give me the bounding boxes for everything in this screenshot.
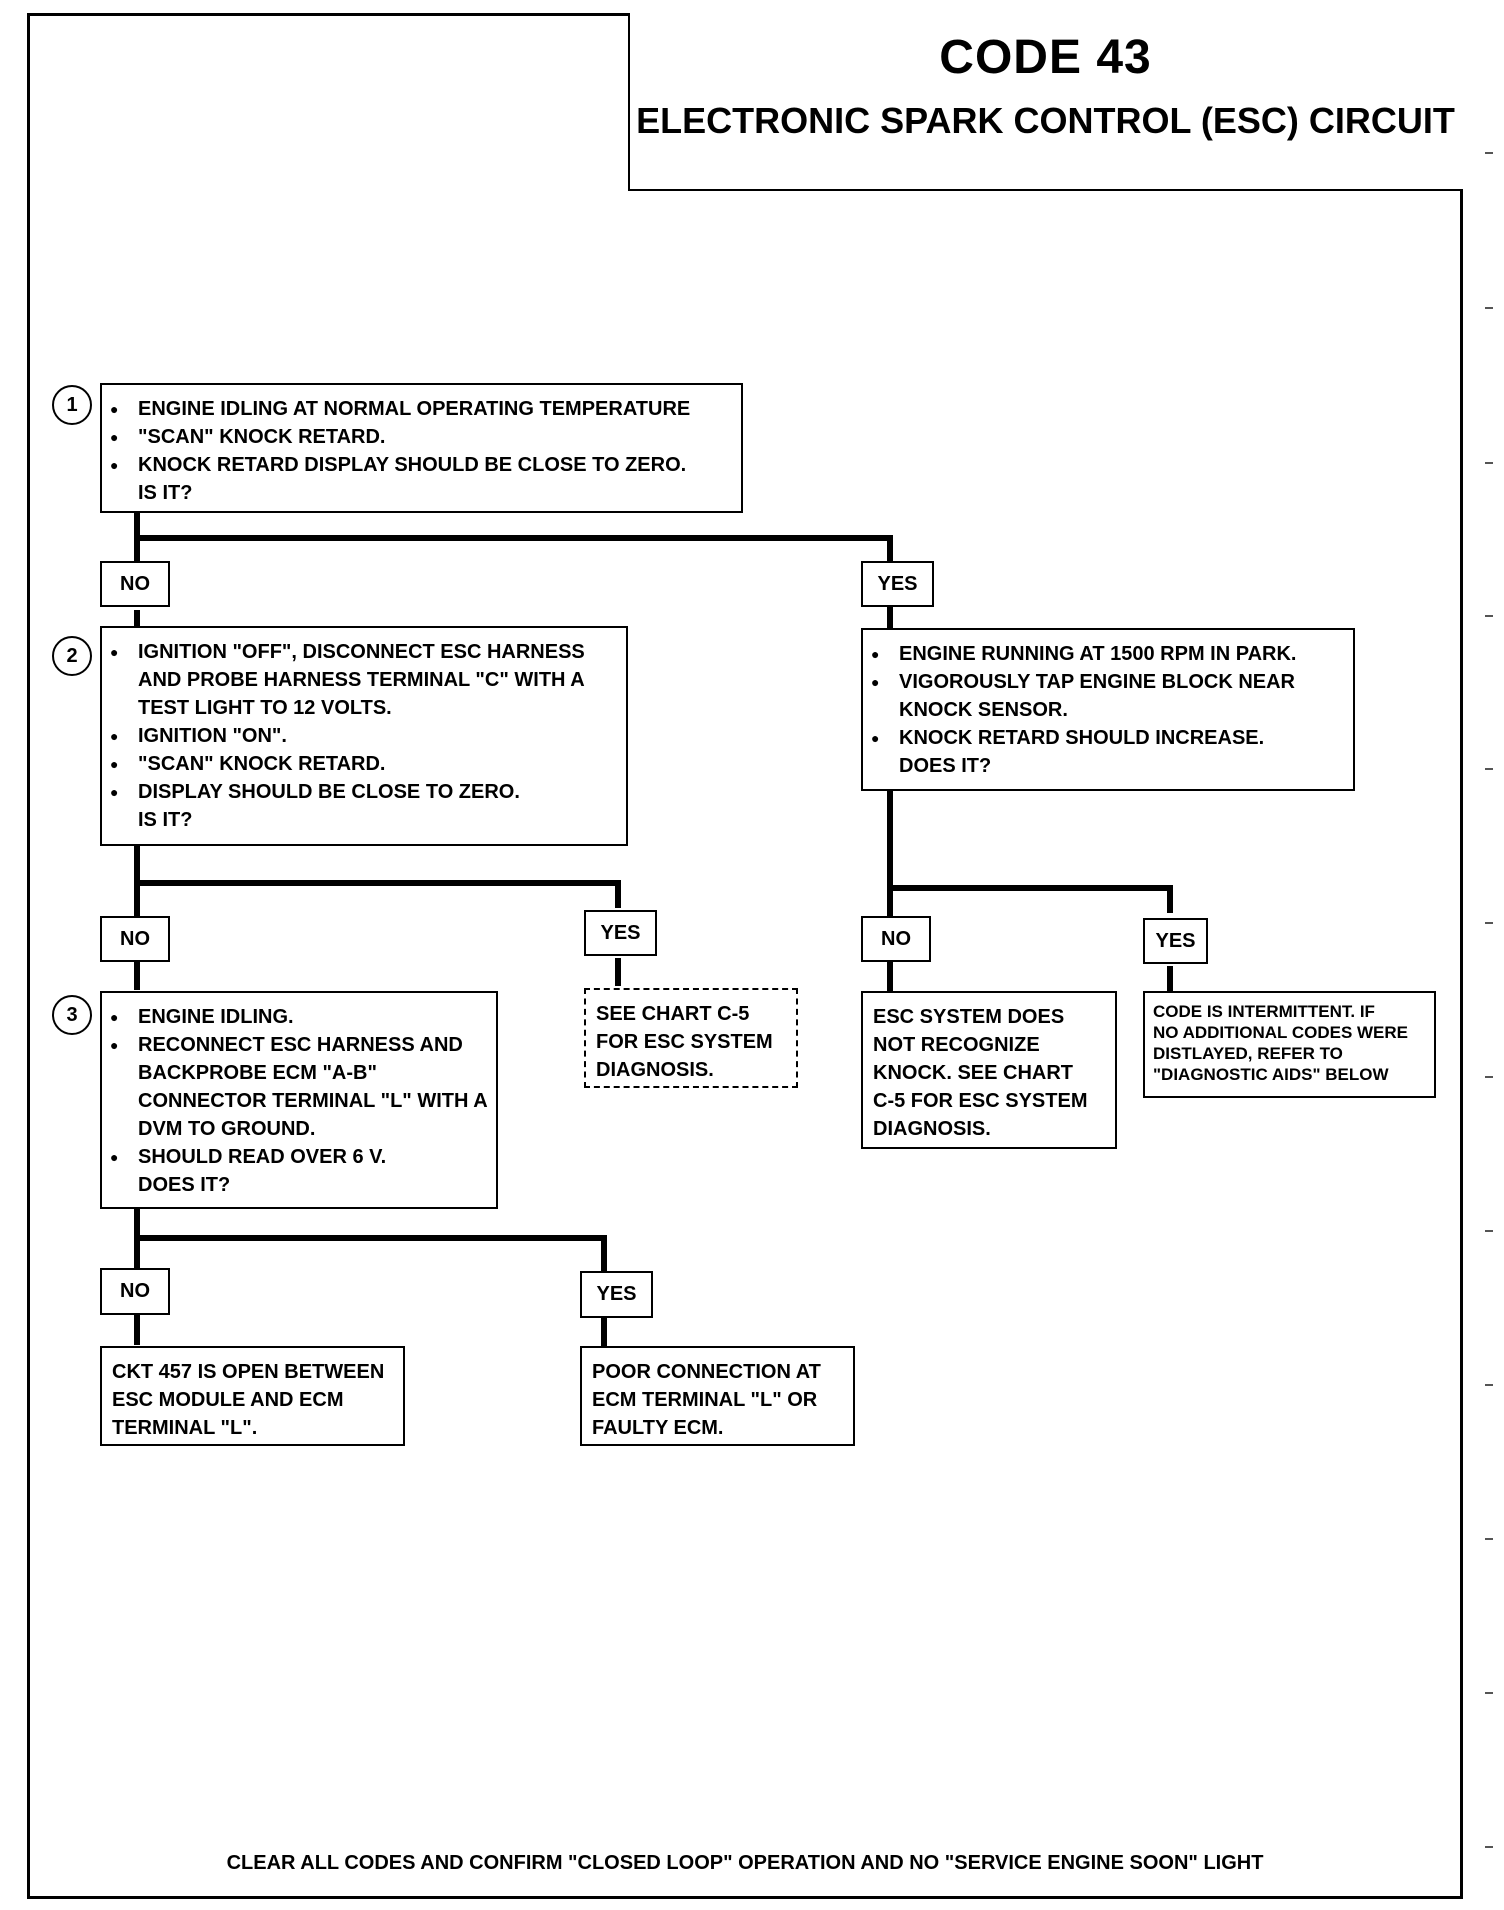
connector-line [1167, 885, 1173, 913]
connector-line [134, 610, 140, 628]
step-2-question: IS IT? [138, 809, 193, 831]
step-1-line: "SCAN" KNOCK RETARD. [102, 423, 741, 451]
margin-tick [1485, 1538, 1493, 1540]
yes-label: YES [580, 1271, 653, 1318]
step-3-line: ENGINE IDLING. [102, 1003, 488, 1031]
step-number-3: 3 [52, 995, 92, 1035]
step-2-line: IGNITION "OFF", DISCONNECT ESC HARNESS A… [102, 638, 616, 722]
step-3-line: SHOULD READ OVER 6 V. [102, 1143, 488, 1171]
step-3-box: ENGINE IDLING. RECONNECT ESC HARNESS AND… [100, 991, 498, 1209]
margin-tick [1485, 922, 1493, 924]
not-recognize-box: ESC SYSTEM DOES NOT RECOGNIZE KNOCK. SEE… [861, 991, 1117, 1149]
connector-line [134, 880, 621, 886]
connector-line [887, 789, 893, 924]
step-2-line: "SCAN" KNOCK RETARD. [102, 750, 616, 778]
connector-line [134, 1315, 140, 1345]
no-label: NO [100, 1268, 170, 1315]
connector-line [601, 1318, 607, 1346]
margin-tick [1485, 1384, 1493, 1386]
poor-connection-text: POOR CONNECTION AT ECM TERMINAL "L" OR F… [592, 1361, 821, 1439]
step-number-1: 1 [52, 385, 92, 425]
footer-instruction: CLEAR ALL CODES AND CONFIRM "CLOSED LOOP… [226, 1852, 1264, 1874]
yes-label: YES [584, 910, 657, 956]
connector-line [134, 1235, 607, 1241]
step-2-line: DISPLAY SHOULD BE CLOSE TO ZERO. [102, 778, 616, 806]
no-label: NO [100, 916, 170, 962]
margin-tick [1485, 307, 1493, 309]
yes-step-line: VIGOROUSLY TAP ENGINE BLOCK NEAR KNOCK S… [863, 668, 1345, 724]
connector-line [887, 607, 893, 629]
connector-line [887, 961, 893, 991]
intermittent-text: CODE IS INTERMITTENT. IF NO ADDITIONAL C… [1153, 1002, 1409, 1084]
poor-connection-box: POOR CONNECTION AT ECM TERMINAL "L" OR F… [580, 1346, 855, 1446]
connector-line [601, 1235, 607, 1271]
step-number-2: 2 [52, 636, 92, 676]
title-box [628, 13, 1463, 191]
connector-line [1167, 966, 1173, 991]
chart-title: ELECTRONIC SPARK CONTROL (ESC) CIRCUIT [636, 100, 1455, 141]
intermittent-box: CODE IS INTERMITTENT. IF NO ADDITIONAL C… [1143, 991, 1436, 1098]
margin-tick [1485, 1692, 1493, 1694]
margin-tick [1485, 462, 1493, 464]
connector-line [887, 535, 893, 563]
yes-step-line: KNOCK RETARD SHOULD INCREASE. [863, 724, 1345, 752]
margin-tick [1485, 1076, 1493, 1078]
connector-line [134, 962, 140, 990]
ckt-open-box: CKT 457 IS OPEN BETWEEN ESC MODULE AND E… [100, 1346, 405, 1446]
step-1-line: KNOCK RETARD DISPLAY SHOULD BE CLOSE TO … [102, 451, 741, 479]
connector-line [134, 535, 893, 541]
ckt-open-text: CKT 457 IS OPEN BETWEEN ESC MODULE AND E… [112, 1361, 385, 1439]
connector-line [615, 880, 621, 908]
margin-tick [1485, 615, 1493, 617]
no-label: NO [100, 561, 170, 607]
step-2-box: IGNITION "OFF", DISCONNECT ESC HARNESS A… [100, 626, 628, 846]
yes-step-box: ENGINE RUNNING AT 1500 RPM IN PARK. VIGO… [861, 628, 1355, 791]
step-1-line: ENGINE IDLING AT NORMAL OPERATING TEMPER… [102, 395, 741, 423]
page-frame [27, 13, 1463, 1899]
step-1-question: IS IT? [138, 482, 193, 504]
yes-step-question: DOES IT? [899, 755, 992, 777]
not-recognize-text: ESC SYSTEM DOES NOT RECOGNIZE KNOCK. SEE… [873, 1006, 1088, 1140]
margin-tick [1485, 768, 1493, 770]
step-3-line: RECONNECT ESC HARNESS AND BACKPROBE ECM … [102, 1031, 488, 1143]
step-1-box: ENGINE IDLING AT NORMAL OPERATING TEMPER… [100, 383, 743, 513]
no-label: NO [861, 916, 931, 962]
see-chart-text: SEE CHART C-5 FOR ESC SYSTEM DIAGNOSIS. [596, 1003, 773, 1081]
step-3-question: DOES IT? [138, 1174, 231, 1196]
yes-label: YES [1143, 918, 1208, 964]
margin-tick [1485, 1230, 1493, 1232]
chart-code: CODE 43 [939, 31, 1152, 84]
yes-label: YES [861, 561, 934, 607]
see-chart-box: SEE CHART C-5 FOR ESC SYSTEM DIAGNOSIS. [584, 988, 798, 1088]
connector-line [615, 958, 621, 986]
margin-tick [1485, 152, 1493, 154]
yes-step-line: ENGINE RUNNING AT 1500 RPM IN PARK. [863, 640, 1345, 668]
connector-line [887, 885, 1173, 891]
step-2-line: IGNITION "ON". [102, 722, 616, 750]
margin-tick [1485, 1846, 1493, 1848]
